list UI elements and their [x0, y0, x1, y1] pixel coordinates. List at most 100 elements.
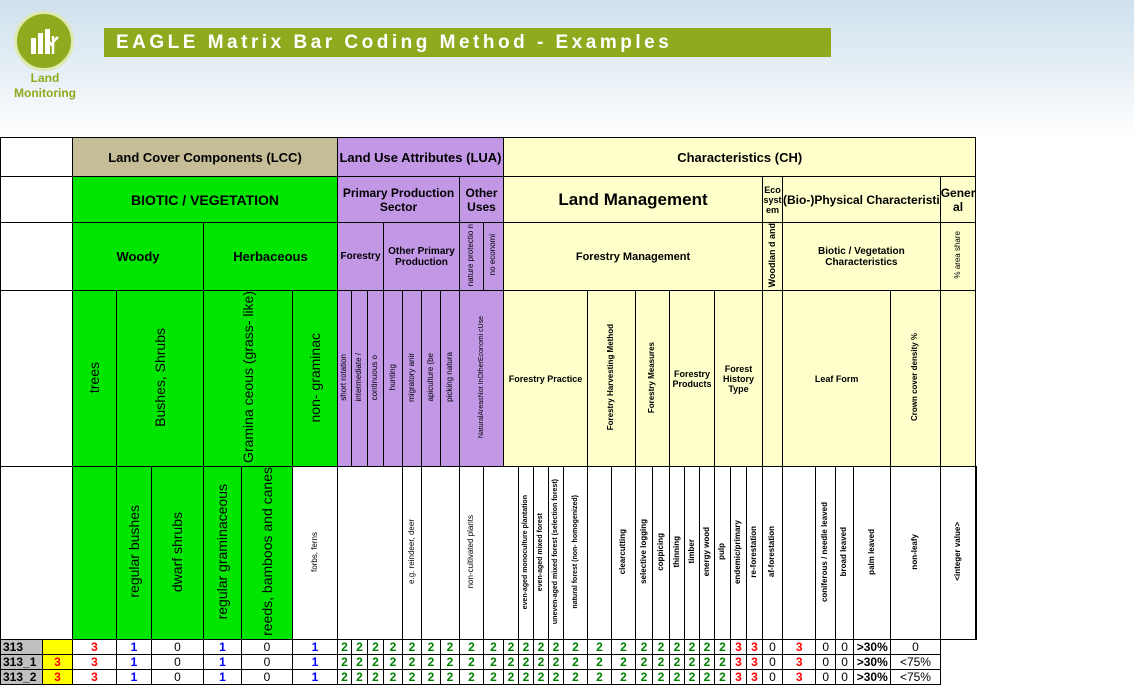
table-cell: 2 [518, 669, 534, 685]
forbs-header: forbs, ferns [292, 466, 338, 641]
area-share-header: % area share [939, 221, 977, 292]
table-cell: 3 [781, 639, 817, 656]
table-cell: 2 [635, 654, 653, 671]
forestry-practice-header: Forestry Practice [503, 290, 588, 468]
table-cell: 2 [503, 654, 519, 671]
table-cell: 3 [72, 654, 117, 671]
table-cell: 2 [635, 639, 653, 656]
row-id: 313_1 [0, 654, 43, 671]
blank-cell [975, 466, 978, 641]
table-cell: 2 [652, 654, 670, 671]
table-cell: 0 [241, 639, 293, 656]
table-cell: 2 [483, 669, 504, 685]
table-cell: 2 [533, 639, 549, 656]
continuous-header: continuous o [367, 290, 384, 468]
blank-cell [0, 290, 73, 468]
table-cell: 3 [746, 669, 763, 685]
table-cell: 2 [699, 639, 715, 656]
general-header: Gener al [939, 176, 977, 223]
row-flag: 3 [42, 654, 73, 671]
forestry-header: Forestry [337, 221, 384, 292]
row-flag [42, 639, 73, 656]
table-cell: 1 [203, 639, 242, 656]
no-economic-header: no economi [483, 221, 504, 292]
table-cell: 1 [292, 654, 338, 671]
table-cell: 2 [440, 654, 460, 671]
table-cell: 2 [337, 669, 352, 685]
table-cell: 1 [116, 669, 152, 685]
table-cell: 2 [699, 669, 715, 685]
table-cell: >30% [853, 654, 892, 671]
table-cell: 3 [730, 669, 747, 685]
table-cell: 1 [203, 669, 242, 685]
table-cell: 2 [367, 654, 384, 671]
blank-cell [0, 176, 73, 223]
graminaceous-header: Gramina ceous (grass- like) [203, 290, 293, 468]
table-cell: <75% [890, 654, 941, 671]
table-cell: 2 [611, 669, 636, 685]
trees-header: trees [72, 290, 117, 468]
table-cell: 1 [292, 669, 338, 685]
coppicing-header: coppicing [652, 466, 670, 641]
table-cell: 0 [241, 669, 293, 685]
land-monitoring-logo [14, 11, 74, 71]
woody-header: Woody [72, 221, 204, 292]
table-cell: 2 [611, 639, 636, 656]
table-cell: 3 [781, 654, 817, 671]
table-cell: 2 [518, 639, 534, 656]
table-cell: 2 [684, 669, 700, 685]
table-cell: 1 [292, 639, 338, 656]
row-id: 313 [0, 639, 43, 656]
table-cell: 2 [351, 669, 368, 685]
table-cell: 2 [337, 654, 352, 671]
table-cell: 0 [815, 654, 836, 671]
physical-characteristics-header: (Bio-)Physical Characteristi [782, 176, 941, 223]
table-cell: 2 [421, 654, 441, 671]
table-cell: 2 [563, 669, 588, 685]
table-cell: 2 [548, 669, 564, 685]
blank-cell [0, 466, 73, 641]
table-cell: 2 [351, 639, 368, 656]
table-cell: 2 [383, 669, 403, 685]
table-cell: 2 [459, 669, 484, 685]
integer-value-header: <integer value> [939, 466, 977, 641]
table-cell: >30% [853, 669, 892, 685]
table-cell: 2 [548, 639, 564, 656]
dwarf-shrubs-header: dwarf shrubs [151, 466, 204, 641]
table-cell: 2 [714, 669, 731, 685]
table-cell: 2 [684, 639, 700, 656]
coniferous-header: coniferous / needle leaved [815, 466, 836, 641]
broad-leaved-header: broad leaved [834, 466, 855, 641]
other-primary-header: Other Primary Production [383, 221, 460, 292]
land-management-header: Land Management [503, 176, 763, 223]
table-cell: 1 [116, 639, 152, 656]
logo-text: Land Monitoring [14, 71, 76, 100]
re-forestation-header: re-forestation [746, 466, 763, 641]
table-cell: 3 [781, 669, 817, 685]
table-cell: 2 [459, 639, 484, 656]
blank-cell [337, 466, 403, 641]
endemic-header: endemic/primary [730, 466, 747, 641]
group-lua: Land Use Attributes (LUA) [337, 137, 504, 177]
blank-cell [72, 466, 117, 641]
table-cell: 2 [669, 639, 685, 656]
table-cell: <75% [890, 669, 941, 685]
selective-logging-header: selective logging [635, 466, 653, 641]
table-cell: 2 [587, 654, 612, 671]
forest-history-header: Forest History Type [714, 290, 763, 468]
table-cell: 0 [762, 654, 783, 671]
table-cell: 2 [459, 654, 484, 671]
forestry-products-header: Forestry Products [669, 290, 715, 468]
row-flag: 3 [42, 669, 73, 685]
picking-header: picking natura [440, 290, 460, 468]
table-cell: 2 [548, 654, 564, 671]
af-forestation-header: af-forestation [762, 466, 783, 641]
table-cell: 2 [587, 669, 612, 685]
table-cell: 0 [834, 639, 855, 656]
herbaceous-header: Herbaceous [203, 221, 338, 292]
table-cell: 2 [684, 654, 700, 671]
table-cell: 1 [203, 654, 242, 671]
biotic-vegetation-characteristics-header: Biotic / Vegetation Characteristics [782, 221, 941, 292]
table-cell: 2 [421, 669, 441, 685]
